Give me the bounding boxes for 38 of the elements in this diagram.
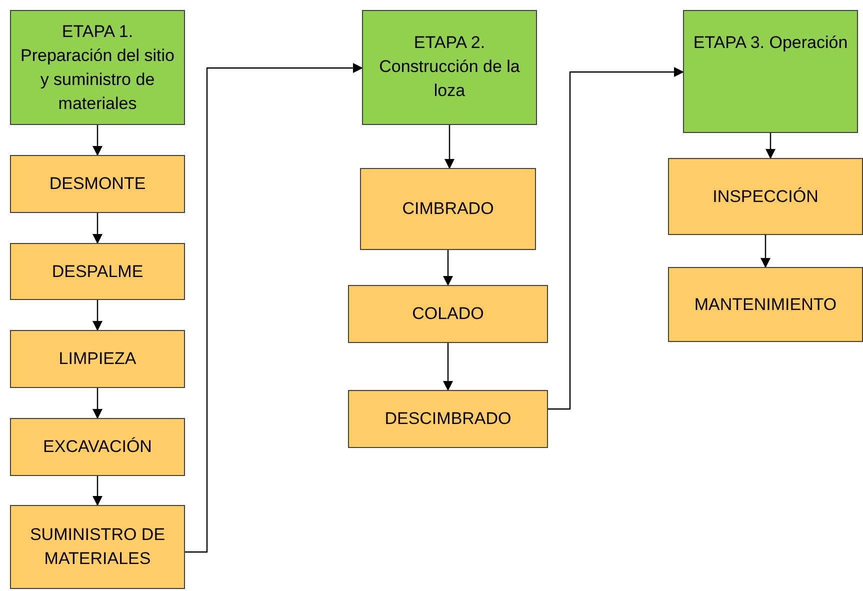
task-box — [360, 168, 536, 250]
task-box — [668, 267, 863, 342]
arrow — [92, 125, 102, 156]
task-box — [10, 505, 185, 589]
stage-box — [362, 10, 537, 125]
task-box — [10, 155, 185, 213]
stage-box — [10, 10, 185, 125]
task-label: CIMBRADO — [402, 198, 494, 220]
arrow — [766, 133, 776, 159]
stage-title: ETAPA 1. Preparación del sitio y suministro de materiales — [19, 20, 176, 114]
arrow — [760, 235, 770, 268]
task-label: DESPALME — [52, 260, 144, 282]
stage-title: ETAPA 2. Construcción de la loza — [378, 32, 521, 102]
arrow — [92, 213, 102, 244]
arrow — [443, 343, 453, 391]
task-label: LIMPIEZA — [58, 348, 136, 370]
task-box — [348, 285, 548, 343]
task-box — [668, 158, 863, 235]
task-box — [10, 330, 185, 388]
arrow — [92, 476, 102, 506]
arrow — [444, 125, 454, 169]
task-label: INSPECCIÓN — [712, 186, 818, 208]
task-box — [10, 418, 185, 476]
task-label: COLADO — [412, 303, 484, 325]
arrow — [92, 388, 102, 419]
arrow — [92, 300, 102, 331]
task-box — [10, 243, 185, 300]
stage-title: ETAPA 3. Operación — [693, 32, 848, 54]
task-label: DESCIMBRADO — [384, 408, 512, 430]
arrow — [185, 63, 363, 553]
stage-box — [683, 10, 858, 133]
task-box — [348, 390, 548, 448]
task-label: SUMINISTRO DE MATERIALES — [28, 524, 166, 570]
arrow — [548, 67, 684, 410]
arrow — [443, 250, 453, 286]
task-label: DESMONTE — [49, 173, 146, 195]
task-label: EXCAVACIÓN — [43, 436, 152, 458]
task-label: MANTENIMIENTO — [694, 294, 837, 316]
